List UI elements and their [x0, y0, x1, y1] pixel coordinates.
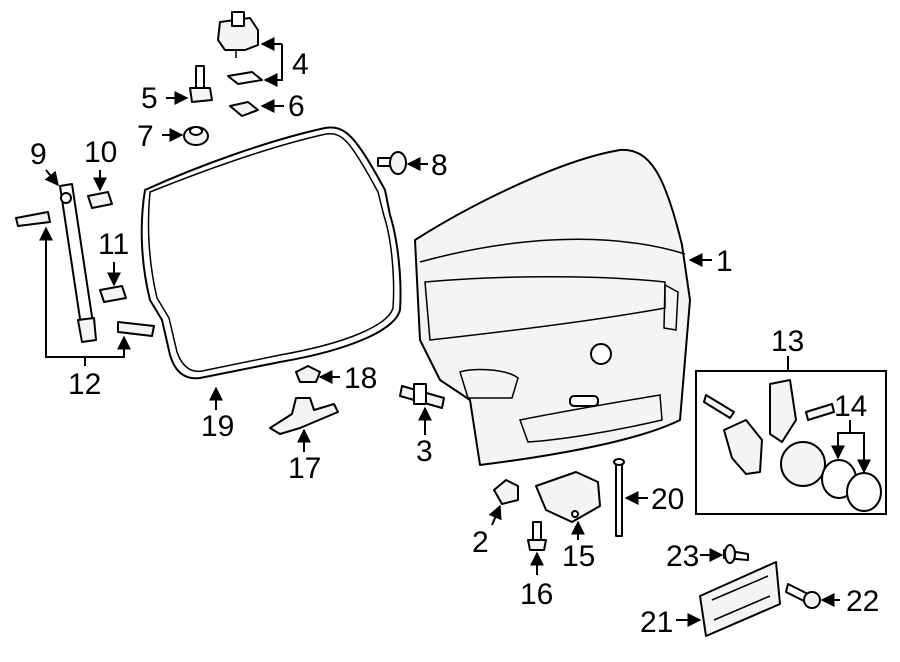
callout-12: 12	[68, 368, 101, 401]
screw-part-16	[527, 521, 547, 551]
callout-7: 7	[137, 120, 154, 153]
bolt-part-23	[723, 544, 749, 564]
callout-13: 13	[771, 325, 804, 358]
nut-plate-part	[229, 101, 259, 117]
stud-part-3	[399, 383, 445, 409]
leader-lines	[39, 37, 871, 627]
clip-part-11	[99, 285, 127, 303]
emblem-kit-box	[695, 370, 887, 515]
callout-22: 22	[846, 585, 879, 618]
callout-16: 16	[520, 578, 553, 611]
callout-23: 23	[666, 540, 699, 573]
callout-labels: 1 2 3 4 5 6 7 8 9 10 11 12 13 14 15 16 1…	[30, 48, 879, 639]
callout-2: 2	[472, 526, 489, 559]
callout-15: 15	[562, 540, 595, 573]
liftgate-part	[414, 148, 691, 466]
callout-14: 14	[834, 390, 867, 423]
callout-5: 5	[141, 82, 158, 115]
rod-part	[613, 458, 625, 537]
bolt-part	[189, 65, 213, 103]
ball-stud-part-b	[117, 321, 155, 337]
callout-10: 10	[84, 136, 117, 169]
clip-part-10	[87, 191, 113, 209]
callout-3: 3	[416, 435, 433, 468]
nut-part-18	[295, 365, 321, 383]
lift-support-part	[59, 183, 97, 343]
nut-part-2	[493, 479, 519, 505]
screw-part-22	[785, 583, 821, 609]
callout-21: 21	[640, 606, 673, 639]
callout-19: 19	[201, 410, 234, 443]
cap-nut-part	[183, 126, 209, 146]
weatherstrip-part	[140, 126, 402, 380]
callout-6: 6	[288, 90, 305, 123]
callout-4: 4	[292, 48, 309, 81]
bracket-part-17	[269, 397, 339, 435]
callout-9: 9	[30, 138, 47, 171]
callout-11: 11	[98, 228, 129, 261]
latch-part	[535, 471, 601, 523]
hinge-part	[217, 11, 263, 85]
bumper-stop-part	[377, 151, 407, 175]
callout-1: 1	[716, 245, 733, 278]
callout-8: 8	[431, 149, 448, 182]
callout-18: 18	[344, 362, 377, 395]
ball-stud-part-a	[15, 211, 51, 227]
callout-20: 20	[651, 483, 684, 516]
license-bracket-part	[699, 561, 781, 637]
callout-17: 17	[288, 452, 321, 485]
